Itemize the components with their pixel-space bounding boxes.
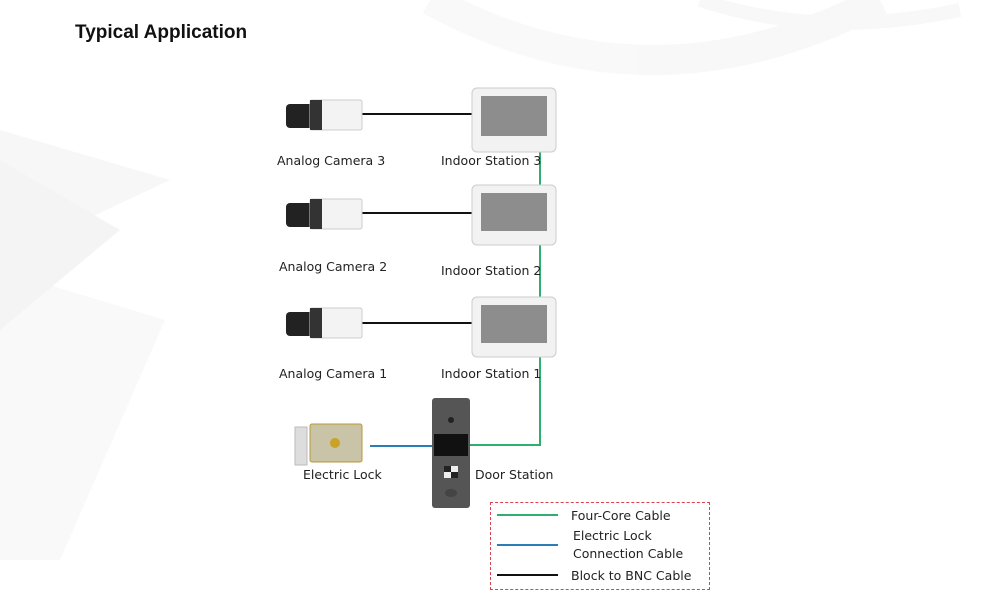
background-watermark bbox=[0, 0, 960, 560]
indoor-station-3-icon bbox=[471, 87, 557, 153]
legend-electric-lock-label-line1: Electric Lock bbox=[573, 528, 652, 543]
indoor-station-1-label: Indoor Station 1 bbox=[441, 366, 542, 381]
legend-bnc-label: Block to BNC Cable bbox=[571, 568, 692, 583]
door-station-icon bbox=[432, 398, 470, 508]
indoor-station-3-label: Indoor Station 3 bbox=[441, 153, 542, 168]
indoor-station-2-icon bbox=[471, 184, 557, 246]
legend-electric-lock-label-line2: Connection Cable bbox=[573, 546, 684, 561]
indoor-station-2-label: Indoor Station 2 bbox=[441, 263, 542, 278]
four-core-cable bbox=[470, 357, 541, 446]
analog-camera-2-label: Analog Camera 2 bbox=[279, 259, 388, 274]
electric-lock-label: Electric Lock bbox=[303, 467, 382, 482]
analog-camera-1-icon bbox=[286, 307, 363, 339]
analog-camera-2-icon bbox=[286, 198, 363, 230]
analog-camera-1-label: Analog Camera 1 bbox=[279, 366, 388, 381]
legend-four-core-label: Four-Core Cable bbox=[571, 508, 671, 523]
legend-box bbox=[490, 502, 710, 590]
electric-lock-icon bbox=[294, 423, 363, 466]
door-station-label: Door Station bbox=[475, 467, 554, 482]
analog-camera-3-label: Analog Camera 3 bbox=[277, 153, 386, 168]
page-title: Typical Application bbox=[75, 22, 248, 43]
analog-camera-3-icon bbox=[286, 99, 363, 131]
indoor-station-1-icon bbox=[471, 296, 557, 358]
